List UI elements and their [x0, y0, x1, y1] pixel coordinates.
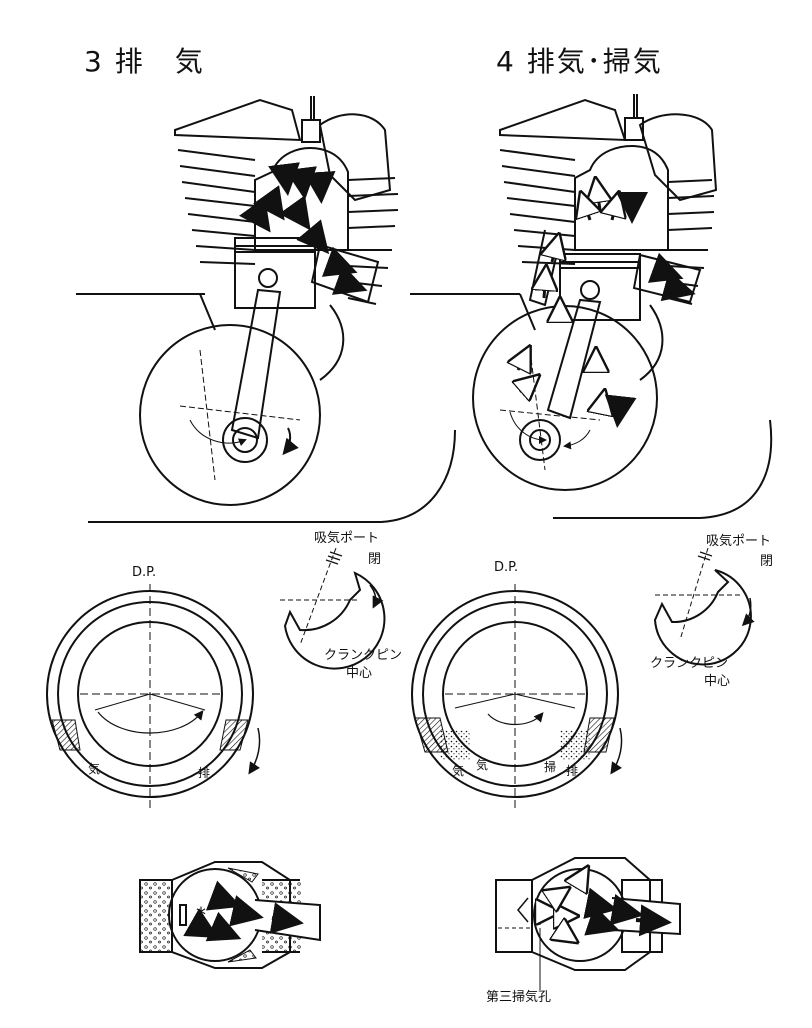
panel4-port-4: 排: [566, 764, 579, 778]
panel4-intake-port-label: 吸気ポート: [706, 534, 772, 549]
panel4-port-1: 気: [452, 764, 465, 778]
panel4-center-label: 中心: [704, 674, 731, 689]
panel3-crankpin-label: クランクピン: [324, 648, 403, 663]
panel4-title: 4 排気･掃気: [496, 45, 663, 78]
bottom-section-left-arrows: [183, 880, 304, 942]
dp-disc-right: [411, 584, 623, 810]
panel3-port-right: 排: [198, 766, 211, 780]
panel3-dp-label: D.P.: [132, 565, 157, 580]
small-valve-left: [280, 547, 386, 670]
panel4-dp-label: D.P.: [494, 560, 519, 575]
bottom-left-asterisk: *: [196, 903, 206, 927]
panel3-port-left: 気: [88, 762, 101, 776]
panel3-intake-port-label: 吸気ポート: [314, 531, 380, 546]
panel4-third-port-label: 第三掃気孔: [486, 990, 552, 1005]
panel3-closed-label: 閉: [368, 552, 382, 567]
bottom-section-left: [139, 861, 321, 969]
bottom-section-right: [495, 857, 681, 990]
panel4-closed-label: 閉: [760, 554, 774, 569]
engine-left: [76, 96, 456, 523]
dp-disc-left: [46, 584, 261, 810]
panel4-port-2: 気: [476, 758, 489, 772]
engine-left-crank-angle: [179, 349, 301, 481]
panel4-crankpin-label: クランクピン: [650, 656, 729, 671]
panel3-center-label: 中心: [346, 666, 373, 681]
engine-right-crank-angle: [499, 349, 601, 471]
engine-right: [410, 94, 773, 519]
small-valve-right: [653, 547, 755, 666]
bottom-section-right-arrows: [540, 870, 672, 940]
panel4-port-3: 掃: [544, 760, 557, 774]
engine-left-flow-arrows: [239, 162, 368, 295]
panel3-title: 3 排 気: [84, 45, 205, 78]
